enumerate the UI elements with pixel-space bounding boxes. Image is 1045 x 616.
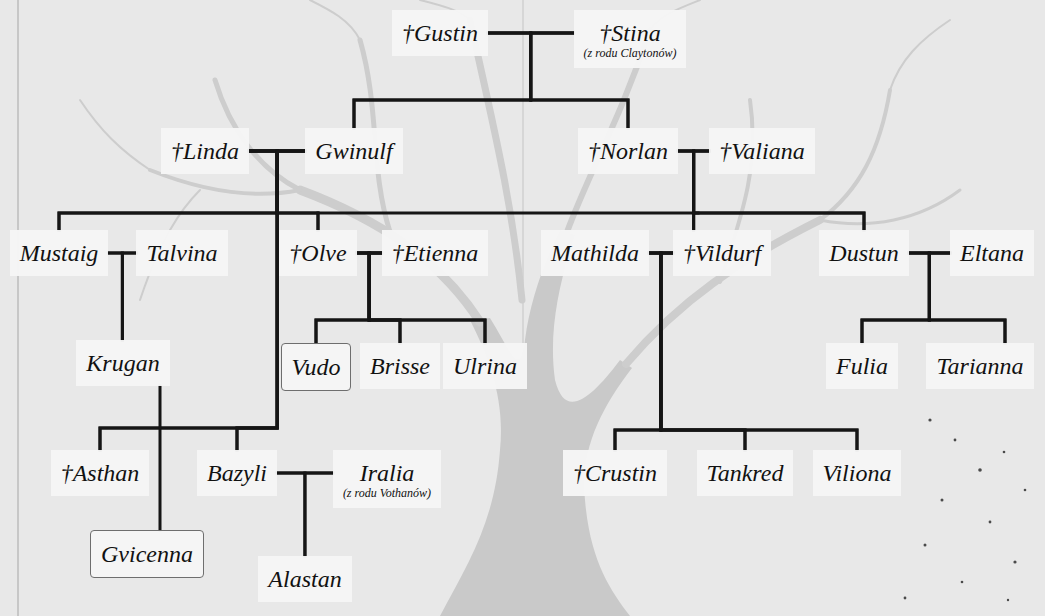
person-box: Tarianna xyxy=(926,343,1033,389)
person-name: Gwinulf xyxy=(315,136,392,166)
person-box: Dustun xyxy=(819,230,908,276)
person-box: †Etienna xyxy=(382,230,489,276)
falling-leaf xyxy=(1007,599,1009,601)
person-box: †Linda xyxy=(161,128,249,174)
person-box: Alastan xyxy=(258,556,351,602)
person-name: Iralia xyxy=(343,458,431,488)
person-name: †Stina xyxy=(584,18,677,48)
person-box: Eltana xyxy=(950,230,1034,276)
falling-leaf xyxy=(924,544,927,547)
person-name: †Norlan xyxy=(588,136,668,166)
person-name: †Vildurf xyxy=(683,238,761,268)
person-name: Mathilda xyxy=(551,238,639,268)
falling-leaf xyxy=(1003,451,1006,454)
person-box: Brisse xyxy=(360,343,440,389)
person-box: †Asthan xyxy=(51,450,150,496)
person-name: Gvicenna xyxy=(101,539,193,569)
lineage-line xyxy=(615,253,661,450)
person-name: Vudo xyxy=(292,352,341,382)
lineage-line xyxy=(305,473,333,556)
person-name: †Etienna xyxy=(392,238,479,268)
person-box: †Valiana xyxy=(709,128,814,174)
person-name: Talvina xyxy=(146,238,217,268)
tree-branch xyxy=(820,190,960,224)
person-name: Viliona xyxy=(823,458,892,488)
tree-branch xyxy=(310,0,360,40)
person-name: Krugan xyxy=(86,348,159,378)
person-name: †Olve xyxy=(289,238,346,268)
person-box: Tankred xyxy=(697,450,794,496)
person-box: Ulrina xyxy=(443,343,527,389)
person-box: †Vildurf xyxy=(673,230,771,276)
lineage-line xyxy=(159,386,162,530)
falling-leaf xyxy=(941,499,944,502)
lineage-line xyxy=(122,253,136,340)
tree-branch xyxy=(820,90,890,220)
person-name: †Crustin xyxy=(573,458,657,488)
lineage-line xyxy=(237,151,305,450)
lineage-line xyxy=(237,151,277,450)
person-name: Tarianna xyxy=(936,351,1023,381)
person-box: Krugan xyxy=(76,340,169,386)
person-box: Gvicenna xyxy=(90,530,204,578)
lineage-line xyxy=(649,253,745,450)
falling-leaf xyxy=(1024,489,1027,492)
falling-leaf xyxy=(989,521,992,524)
person-name: Alastan xyxy=(268,564,341,594)
tree-branch xyxy=(890,20,950,90)
person-box: Gwinulf xyxy=(305,128,402,174)
person-box: Mathilda xyxy=(541,230,649,276)
lineage-line xyxy=(694,151,710,230)
person-box: Iralia(z rodu Vothanów) xyxy=(333,450,441,508)
falling-leaf xyxy=(904,597,907,600)
falling-leaf xyxy=(928,418,931,421)
tree-trunk xyxy=(440,230,632,616)
person-box: Talvina xyxy=(136,230,227,276)
person-box: Bazyli xyxy=(197,450,277,496)
person-name: †Gustin xyxy=(402,18,478,48)
person-name: Eltana xyxy=(960,238,1024,268)
falling-leaf xyxy=(978,468,982,472)
falling-leaf xyxy=(961,581,964,584)
person-name: †Valiana xyxy=(719,136,804,166)
person-name: Ulrina xyxy=(453,351,517,381)
person-box: Vudo xyxy=(281,343,352,391)
person-name: Bazyli xyxy=(207,458,267,488)
page-margin xyxy=(17,0,19,616)
person-box: †Olve xyxy=(279,230,356,276)
tree-branch xyxy=(80,100,150,170)
lineage-line xyxy=(661,253,745,450)
person-box: †Norlan xyxy=(578,128,678,174)
person-name: Dustun xyxy=(829,238,898,268)
lineage-note: (z rodu Vothanów) xyxy=(343,486,431,500)
lineage-line xyxy=(678,151,694,230)
lineage-note: (z rodu Claytonów) xyxy=(584,46,677,60)
person-box: †Gustin xyxy=(392,10,488,56)
person-name: †Linda xyxy=(171,136,239,166)
lineage-line xyxy=(108,253,122,340)
tree-branch xyxy=(626,220,820,364)
person-name: Brisse xyxy=(370,351,430,381)
person-name: Fulia xyxy=(836,351,888,381)
falling-leaf xyxy=(954,439,957,442)
lineage-line xyxy=(615,253,673,450)
lineage-line xyxy=(100,151,277,450)
person-box: †Stina(z rodu Claytonów) xyxy=(574,10,687,68)
tree-line xyxy=(318,212,698,215)
person-box: †Crustin xyxy=(563,450,667,496)
person-box: Fulia xyxy=(826,343,898,389)
person-name: Tankred xyxy=(707,458,784,488)
person-name: †Asthan xyxy=(61,458,140,488)
falling-leaf xyxy=(1013,560,1016,563)
lineage-line xyxy=(100,151,305,450)
lineage-line xyxy=(277,473,305,556)
person-box: Viliona xyxy=(813,450,902,496)
person-box: Mustaig xyxy=(10,230,109,276)
person-name: Mustaig xyxy=(20,238,99,268)
